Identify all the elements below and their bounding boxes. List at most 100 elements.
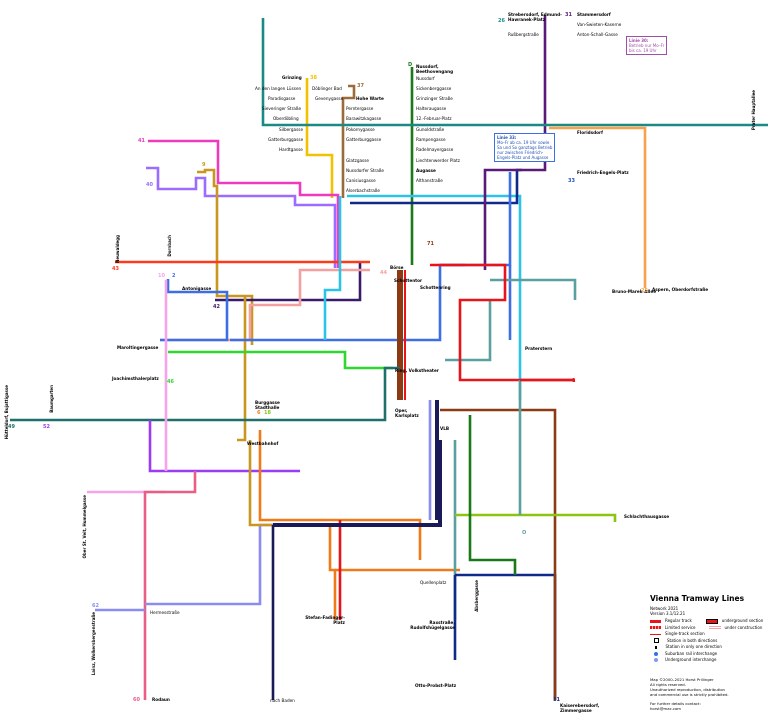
station-oberdoebling[interactable]: Oberdöbling <box>273 116 299 121</box>
station-aspern[interactable]: Aspern, Oberdorfstraße <box>652 287 709 292</box>
station-silbergasse[interactable]: Silbergasse <box>279 127 304 132</box>
station-hermesstrasse[interactable]: Hermesstraße <box>150 610 180 615</box>
station-augasse[interactable]: Augasse <box>416 168 436 173</box>
legend-label: Station in only one direction <box>665 644 722 649</box>
line-badge-26[interactable]: 26 <box>498 18 505 24</box>
station-neuwaldegg[interactable]: Neuwaldegg <box>115 235 120 263</box>
station-joachimsthalerplatz[interactable]: Joachimsthalerplatz <box>112 376 159 381</box>
station-otto-probst[interactable]: Otto-Probst-Platz <box>415 683 457 688</box>
station-ring-volkstheater[interactable]: Ring, Volkstheater <box>395 368 439 373</box>
station-prater-hauptallee[interactable]: Prater Hauptallee <box>751 90 756 131</box>
station-hohe-warte[interactable]: Hohe Warte <box>356 96 384 101</box>
contact-email[interactable]: horst@mac.com <box>650 706 681 711</box>
station-paradisgasse[interactable]: Paradisgasse <box>268 96 296 101</box>
station-friedrich-engels[interactable]: Friedrich-Engels-Platz <box>577 170 629 175</box>
station-van-swieten[interactable]: Van-Swieten-Kaserne <box>577 22 622 27</box>
line-badge-41[interactable]: 41 <box>138 138 145 144</box>
station-althanstrasse[interactable]: Althanstraße <box>416 178 443 183</box>
line-badge-31[interactable]: 31 <box>565 12 572 18</box>
station-glatzgasse[interactable]: Glatzgasse <box>346 158 369 163</box>
station-halteraugasse[interactable]: Halteraugasse <box>416 106 447 111</box>
station-doeblinger-bad[interactable]: Döblinger Bad <box>312 86 342 91</box>
station-antonigasse[interactable]: Antonigasse <box>182 286 212 291</box>
station-praterstern[interactable]: Praterstern <box>525 346 553 351</box>
station-vlb[interactable]: VLB <box>440 426 450 431</box>
station-burggasse-stadthalle[interactable]: Burggasse Stadthalle <box>255 400 280 410</box>
station-radelmayergasse[interactable]: Radelmayergasse <box>416 147 454 152</box>
line-badge-10[interactable]: 10 <box>158 273 165 279</box>
station-ober-st-veit[interactable]: Ober St. Veit, Hummelgasse <box>82 495 87 559</box>
station-lainz[interactable]: Lainz, Wolkersbergenstraße <box>91 612 96 676</box>
station-rodaun[interactable]: Rodaun <box>152 697 170 702</box>
station-nussdorfer-strasse[interactable]: Nussdorfer Straße <box>346 168 384 173</box>
station-bruno-marek[interactable]: Bruno-Marek-Allee <box>612 289 657 294</box>
station-huetteldorf[interactable]: Hütteldorf, Bujattigasse <box>4 385 9 440</box>
line-badge-37[interactable]: 37 <box>357 83 364 89</box>
station-quellenplatz[interactable]: Quellenplatz <box>420 580 447 585</box>
line-badge-11[interactable]: 11 <box>553 697 560 703</box>
station-grinzing[interactable]: Grinzing <box>282 75 302 80</box>
station-gatterburggasse-2[interactable]: Gatterburggasse <box>346 137 382 142</box>
line-badge-49[interactable]: 49 <box>8 424 15 430</box>
station-hardtgasse[interactable]: Hardtgasse <box>279 147 303 152</box>
station-absberggasse[interactable]: Absberggasse <box>474 580 479 612</box>
station-schlachthausgasse[interactable]: Schlachthausgasse <box>624 514 670 519</box>
line-badge-40[interactable]: 40 <box>146 182 153 188</box>
line-badge-6[interactable]: 6 <box>257 410 261 416</box>
line-badge-62[interactable]: 62 <box>92 603 99 609</box>
station-nussdorf[interactable]: Nussdorf, Beethovengang <box>416 64 454 74</box>
station-gunoldstrasse[interactable]: Gunoldstraße <box>416 127 445 132</box>
station-floridsdorf[interactable]: Floridsdorf <box>577 130 603 135</box>
station-rampengasse[interactable]: Rampengasse <box>416 137 446 142</box>
station-gevenygasse[interactable]: Gevenygasse <box>315 96 344 101</box>
line-badge-60[interactable]: 60 <box>133 697 140 703</box>
line-badge-18[interactable]: 18 <box>264 410 271 416</box>
line-badge-2[interactable]: 2 <box>172 273 176 279</box>
line-badge-42[interactable]: 42 <box>213 304 220 310</box>
line-badge-9[interactable]: 9 <box>202 162 206 168</box>
station-anton-schall[interactable]: Anton-Schall-Gasse <box>577 32 618 37</box>
station-sickenberggasse[interactable]: Sickenberggasse <box>416 86 452 91</box>
line-badge-O[interactable]: O <box>522 530 527 536</box>
station-raxstrasse[interactable]: Raxstraße, Rudolfshügelgasse <box>410 620 455 630</box>
station-schottentor[interactable]: Schottentor <box>394 278 423 283</box>
line-badge-D[interactable]: D <box>408 62 413 68</box>
station-alserbachstrasse[interactable]: Alserbachstraße <box>346 188 381 193</box>
line-badge-44[interactable]: 44 <box>380 270 387 276</box>
line-badge-1[interactable]: 1 <box>572 378 576 384</box>
note-linie-30: Linie 30: Betrieb nur Mo–Fr bis ca. 19 U… <box>626 36 668 55</box>
note-title: Linie 33: <box>497 135 517 140</box>
station-maroltingergasse[interactable]: Maroltingergasse <box>117 345 159 350</box>
station-russbergstrasse[interactable]: Rußbergstraße <box>508 32 539 37</box>
station-schottenring[interactable]: Schottenring <box>420 285 451 290</box>
line-badge-33[interactable]: 33 <box>568 178 575 184</box>
station-nach-baden[interactable]: nach Baden <box>270 698 295 703</box>
line-badge-25[interactable]: 25 <box>641 288 648 294</box>
line-badge-46[interactable]: 46 <box>167 379 174 385</box>
station-12-februar[interactable]: 12.-Februar-Platz <box>416 116 452 121</box>
station-gatterburggasse[interactable]: Gatterburggasse <box>268 137 304 142</box>
station-barawitzkagasse[interactable]: Barawitzkagasse <box>346 116 382 121</box>
line-badge-52[interactable]: 52 <box>43 424 50 430</box>
station-boerse[interactable]: Börse <box>390 265 404 270</box>
station-nussdorf-2[interactable]: Nussdorf <box>416 76 435 81</box>
station-strebersdorf[interactable]: Strebersdorf, Edmund-Hawranek-Platz <box>508 12 562 22</box>
station-perntergasse[interactable]: Perntergasse <box>346 106 374 111</box>
station-baumgarten[interactable]: Baumgarten <box>49 385 54 413</box>
station-stammersdorf[interactable]: Stammersdorf <box>577 12 611 17</box>
station-grinzinger[interactable]: Grinzinger Straße <box>416 96 453 101</box>
station-canisiusgasse[interactable]: Canisiusgasse <box>346 178 376 183</box>
station-kaiserebersdorf[interactable]: Kaiserebersdorf, Zimmergasse <box>560 703 600 713</box>
station-stefan-fadinger[interactable]: Stefan-Fadinger-Platz <box>305 615 345 625</box>
line-badge-38[interactable]: 38 <box>310 75 317 81</box>
line-badge-43[interactable]: 43 <box>112 266 119 272</box>
station-liechtenwerder[interactable]: Liechtenwerder Platz <box>416 158 460 163</box>
line-badge-71[interactable]: 71 <box>427 241 434 247</box>
station-westbahnhof[interactable]: Westbahnhof <box>247 441 279 446</box>
station-sieveringer[interactable]: Sieveringer Straße <box>262 106 302 111</box>
station-dornbach[interactable]: Dornbach <box>167 235 172 257</box>
station-oper-karlsplatz[interactable]: Oper, Karlsplatz <box>395 408 419 418</box>
station-an-den-langen-luessen[interactable]: An den langen Lüssen <box>255 86 302 91</box>
legend-item-both-dir: Station in both directions <box>650 638 765 645</box>
station-pokornygasse[interactable]: Pokornygasse <box>346 127 375 132</box>
